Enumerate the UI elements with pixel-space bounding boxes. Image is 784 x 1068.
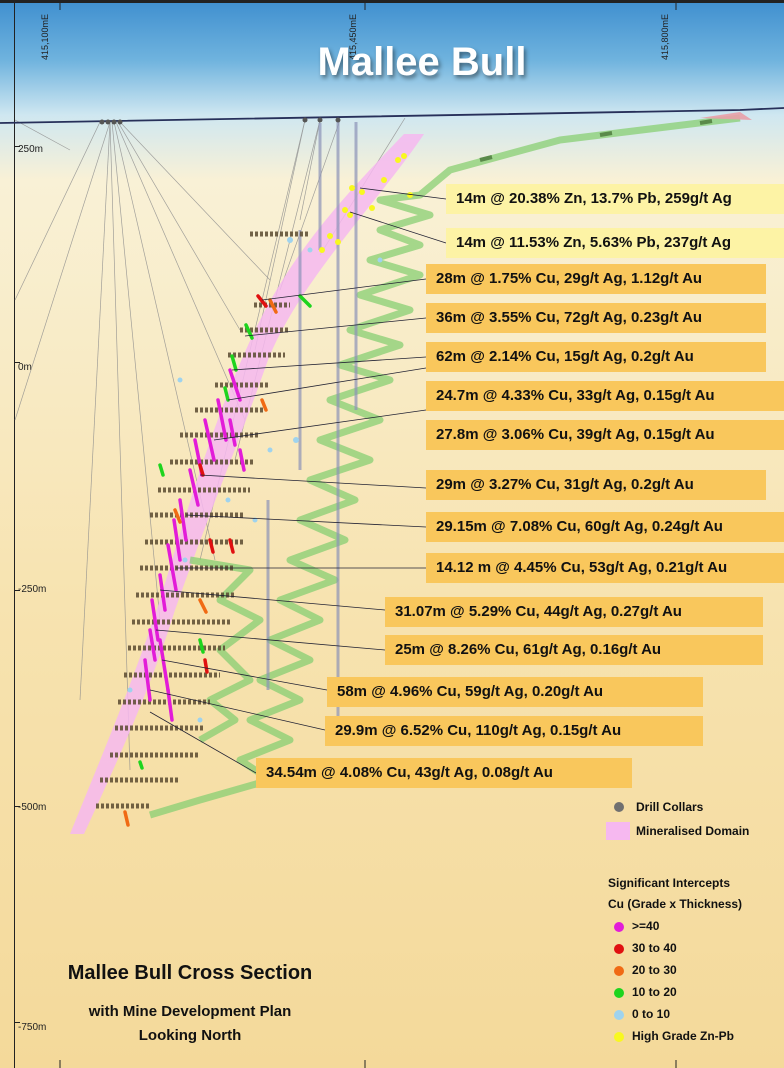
intercept-callout: 14m @ 11.53% Zn, 5.63% Pb, 237g/t Ag (446, 228, 784, 258)
section-subtitle: with Mine Development Plan (88, 1003, 292, 1020)
intercept-callout: 34.54m @ 4.08% Cu, 43g/t Ag, 0.08g/t Au (256, 758, 632, 788)
legend-mineralised-domain: Mineralised Domain (636, 824, 750, 838)
legend-class: 30 to 40 (632, 941, 677, 955)
collar-dot-icon (614, 802, 624, 812)
class-dot-icon (614, 966, 624, 976)
top-border (0, 0, 784, 3)
domain-swatch-icon (606, 822, 630, 840)
intercept-callout: 62m @ 2.14% Cu, 15g/t Ag, 0.2g/t Au (426, 342, 766, 372)
intercept-callout: 29.9m @ 6.52% Cu, 110g/t Ag, 0.15g/t Au (325, 716, 703, 746)
drill-collars (99, 117, 341, 125)
rl-label: -750m (18, 1022, 47, 1033)
section-subtitle: Looking North (138, 1027, 242, 1044)
intercepts-10-20 (138, 294, 312, 770)
rl-tick (14, 1022, 20, 1023)
class-dot-icon (614, 922, 624, 932)
rl-label: 250m (18, 144, 44, 155)
class-dot-icon (614, 1032, 624, 1042)
rl-label: 0m (18, 362, 32, 373)
legend-class: 20 to 30 (632, 963, 677, 977)
class-dot-icon (614, 944, 624, 954)
intercepts-zn-pb (319, 153, 413, 253)
decline-markers (479, 119, 713, 162)
ground-surface (0, 107, 784, 124)
intercepts-0-10 (127, 237, 383, 723)
legend-heading: Significant Intercepts (608, 876, 731, 890)
intercept-callout: 27.8m @ 3.06% Cu, 39g/t Ag, 0.15g/t Au (426, 420, 784, 450)
legend-class: High Grade Zn-Pb (632, 1029, 734, 1043)
surface-outcrop (700, 112, 752, 120)
easting-ticks (59, 3, 677, 1068)
rl-tick (14, 362, 20, 363)
class-dot-icon (614, 1010, 624, 1020)
intercept-callout: 29m @ 3.27% Cu, 31g/t Ag, 0.2g/t Au (426, 470, 766, 500)
intercept-callout: 25m @ 8.26% Cu, 61g/t Ag, 0.16g/t Au (385, 635, 763, 665)
intercept-callout: 31.07m @ 5.29% Cu, 44g/t Ag, 0.27g/t Au (385, 597, 763, 627)
intercept-callout: 28m @ 1.75% Cu, 29g/t Ag, 1.12g/t Au (426, 264, 766, 294)
rl-label: -500m (18, 802, 47, 813)
intercept-callout: 24.7m @ 4.33% Cu, 33g/t Ag, 0.15g/t Au (426, 381, 784, 411)
rl-tick (14, 146, 20, 147)
legend-class: 0 to 10 (632, 1007, 671, 1021)
left-border (14, 0, 15, 1068)
intercept-callout: 14m @ 20.38% Zn, 13.7% Pb, 259g/t Ag (446, 184, 784, 214)
rl-tick (14, 806, 20, 807)
intercept-callout: 36m @ 3.55% Cu, 72g/t Ag, 0.23g/t Au (426, 303, 766, 333)
legend-class: 10 to 20 (632, 985, 677, 999)
rl-label: -250m (18, 584, 47, 595)
class-dot-icon (614, 988, 624, 998)
legend-subheading: Cu (Grade x Thickness) (608, 897, 743, 911)
legend-class: >=40 (632, 919, 660, 933)
callout-leaders (149, 187, 447, 774)
intercepts-30-40 (198, 294, 268, 674)
intercepts-20-30 (123, 298, 278, 827)
intercept-callout: 14.12 m @ 4.45% Cu, 53g/t Ag, 0.21g/t Au (426, 553, 784, 583)
intercept-callout: 29.15m @ 7.08% Cu, 60g/t Ag, 0.24g/t Au (426, 512, 784, 542)
intercept-callout: 58m @ 4.96% Cu, 59g/t Ag, 0.20g/t Au (327, 677, 703, 707)
page-title: Mallee Bull (317, 40, 527, 84)
rl-tick (14, 590, 20, 591)
section-title: Mallee Bull Cross Section (67, 962, 313, 984)
legend-drill-collars: Drill Collars (636, 800, 704, 814)
mineralised-domain (70, 134, 424, 834)
